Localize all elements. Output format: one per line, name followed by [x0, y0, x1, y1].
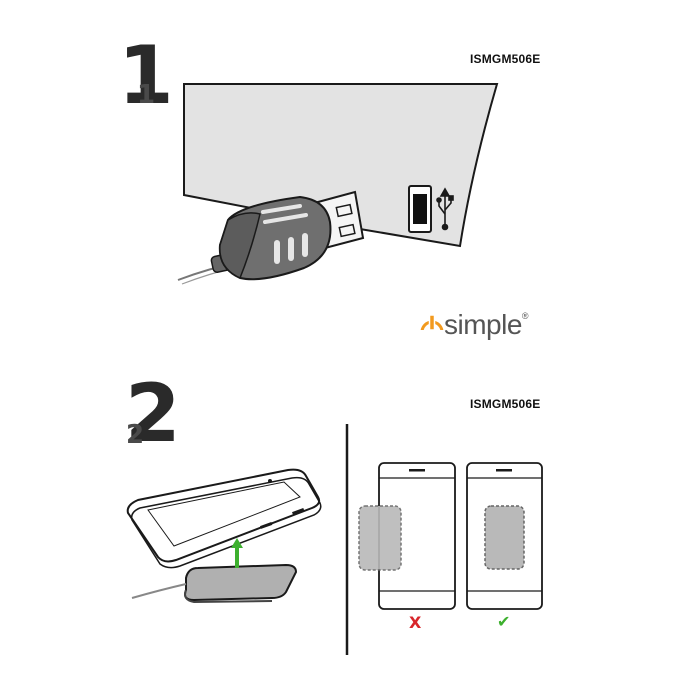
- usb-adapter-body: [218, 195, 332, 281]
- usb-symbol-icon: [436, 187, 454, 231]
- charging-arrow-icon: [231, 538, 243, 568]
- centered-pad: [484, 505, 525, 570]
- brand-registered-mark: ®: [521, 311, 529, 321]
- step-1-illustration: [177, 83, 499, 330]
- step-2-sub-number: 2: [126, 420, 145, 450]
- step-1-model-label: ISMGM506E: [470, 52, 541, 66]
- step-2-model-label: ISMGM506E: [470, 397, 541, 411]
- step-2-illustration: [126, 424, 543, 655]
- step-1-sub-number: 1: [137, 80, 156, 110]
- misplaced-pad: [358, 505, 402, 571]
- pad-cable: [131, 583, 187, 599]
- wrong-placement-phone: [358, 462, 456, 610]
- usb-port-icon: [408, 185, 432, 233]
- correct-placement-phone: [466, 462, 543, 610]
- wrong-mark-icon: X: [409, 613, 422, 632]
- phone-on-pad: [126, 468, 322, 569]
- step-2-number: 2: [125, 367, 181, 460]
- brand-name: simple®: [444, 309, 529, 341]
- step-1-number: 1: [118, 29, 174, 122]
- charging-pad: [184, 563, 298, 604]
- brand-text: simple: [444, 309, 522, 340]
- correct-mark-icon: ✔: [497, 612, 511, 631]
- power-logo-icon: [420, 314, 444, 330]
